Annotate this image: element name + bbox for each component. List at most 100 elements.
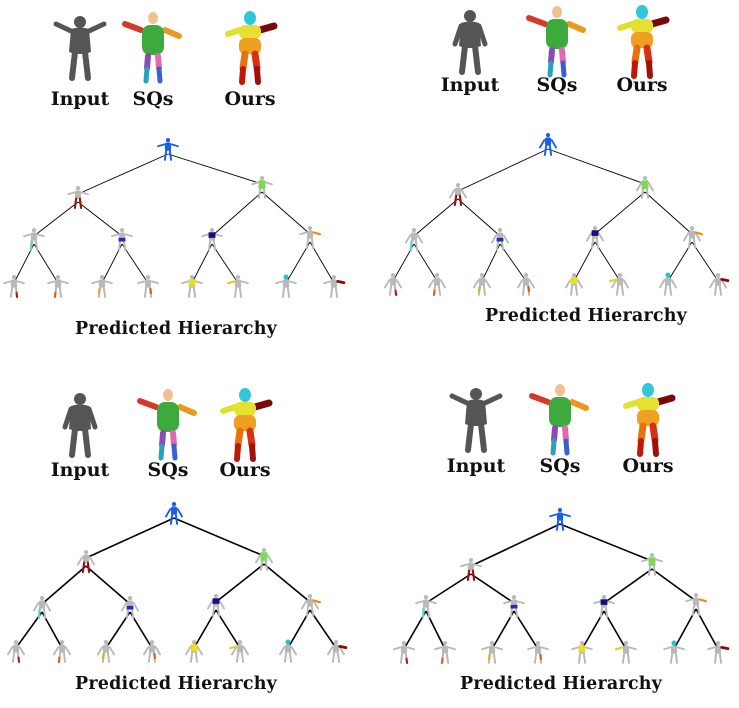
- hierarchy-leaf-node: [229, 639, 249, 663]
- hierarchy-edge: [603, 568, 653, 604]
- hierarchy-level1-node: [67, 185, 89, 209]
- hierarchy-leaf-node: [709, 272, 730, 296]
- sqs-label: SQs: [147, 459, 189, 481]
- hierarchy-edge: [77, 201, 123, 237]
- hierarchy-figure: [7, 388, 348, 663]
- hierarchy-root-node: [539, 132, 557, 156]
- figure-panel-2: Input SQs Ours Predicted Hierarchy: [369, 0, 738, 354]
- superquadric-figure: [526, 6, 586, 78]
- part-segmentation-figure: [617, 5, 670, 79]
- ours-label: Ours: [616, 74, 668, 96]
- hierarchy-leaf-node: [279, 639, 297, 663]
- input-mesh: [62, 393, 98, 458]
- hierarchy-edge: [594, 241, 621, 282]
- hierarchy-leaf-node: [393, 640, 415, 664]
- hierarchy-edge: [215, 563, 265, 603]
- hierarchy-level2-node: [111, 227, 133, 251]
- hierarchy-leaf-node: [527, 640, 549, 664]
- sqs-label: SQs: [132, 88, 174, 110]
- hierarchy-level1-node: [449, 182, 467, 206]
- hierarchy-root-node: [165, 501, 183, 525]
- hierarchy-figure: [393, 383, 730, 664]
- hierarchy-edge: [667, 241, 693, 282]
- hierarchy-edge: [41, 565, 87, 605]
- ours-label: Ours: [219, 459, 271, 481]
- predicted-hierarchy-caption: Predicted Hierarchy: [74, 674, 278, 694]
- figure-panel-1: Input SQs Ours Predicted Hierarchy: [0, 0, 369, 354]
- ours-label: Ours: [622, 455, 674, 477]
- hierarchy-edge: [651, 568, 697, 602]
- figure-panel-3: Input SQs Ours Predicted Hierarchy: [0, 354, 369, 708]
- comparison-figures: [53, 11, 278, 85]
- hierarchy-level2-node: [299, 225, 321, 249]
- hierarchy-leaf-node: [481, 640, 503, 664]
- input-mesh: [449, 388, 503, 453]
- hierarchy-level2-node: [586, 225, 604, 249]
- sqs-label: SQs: [539, 455, 581, 477]
- hierarchy-level1-node: [251, 175, 273, 199]
- hierarchy-leaf-node: [323, 274, 346, 298]
- hierarchy-leaf-node: [565, 272, 583, 296]
- hierarchy-edge: [15, 611, 43, 649]
- hierarchy-level2-node: [503, 594, 525, 618]
- figure-panel-4: Input SQs Ours Predicted Hierarchy: [369, 354, 738, 708]
- hierarchy-edge: [261, 191, 311, 235]
- hierarchy-edge: [33, 243, 59, 284]
- hierarchy-level1-node: [641, 552, 663, 576]
- hierarchy-level2-node: [683, 225, 703, 249]
- hierarchy-level2-node: [121, 595, 139, 619]
- hierarchy-leaf-node: [434, 640, 456, 664]
- hierarchy-edge: [499, 243, 527, 282]
- hierarchy-root-node: [549, 507, 571, 531]
- hierarchy-edge: [211, 243, 239, 284]
- hierarchy-leaf-node: [227, 274, 249, 298]
- hierarchy-level2-node: [207, 593, 225, 617]
- hierarchy-leaf-node: [384, 272, 402, 296]
- hierarchy-edge: [33, 201, 79, 237]
- hierarchy-leaf-node: [473, 272, 491, 296]
- comparison-figures: [62, 388, 273, 462]
- hierarchy-edge: [85, 517, 175, 559]
- hierarchy-level2-node: [33, 595, 51, 619]
- predicted-hierarchy-caption: Predicted Hierarchy: [74, 319, 278, 339]
- comparison-figures: [452, 5, 670, 79]
- hierarchy-leaf-node: [615, 640, 637, 664]
- hierarchy-edge: [413, 198, 459, 237]
- hierarchy-level2-node: [405, 227, 423, 251]
- hierarchy-leaf-node: [97, 639, 115, 663]
- hierarchy-edges: [403, 523, 719, 650]
- hierarchy-edge: [77, 153, 169, 195]
- hierarchy-leaf-node: [609, 272, 629, 296]
- hierarchy-edge: [594, 191, 646, 235]
- hierarchy-edge: [85, 565, 131, 605]
- hierarchy-leaf-node: [571, 640, 593, 664]
- ours-label: Ours: [224, 88, 276, 110]
- hierarchy-edge: [309, 609, 337, 649]
- hierarchy-leaf-node: [659, 272, 677, 296]
- hierarchy-edge: [470, 573, 515, 604]
- hierarchy-leaf-node: [181, 274, 203, 298]
- hierarchy-edge: [559, 523, 653, 562]
- hierarchy-leaf-node: [137, 274, 159, 298]
- part-segmentation-figure: [225, 11, 278, 85]
- input-label: Input: [50, 459, 110, 481]
- superquadric-figure: [137, 389, 197, 461]
- hierarchy-leaf-node: [327, 639, 348, 663]
- hierarchy-edges: [15, 517, 337, 649]
- hierarchy-level2-node: [491, 227, 509, 251]
- input-label: Input: [440, 74, 500, 96]
- input-label: Input: [446, 455, 506, 477]
- sqs-label: SQs: [536, 74, 578, 96]
- hierarchy-level2-node: [301, 593, 321, 617]
- hierarchy-edge: [470, 523, 561, 567]
- hierarchy-edge: [457, 198, 501, 237]
- hierarchy-leaf-node: [53, 639, 71, 663]
- hierarchy-level2-node: [23, 227, 45, 251]
- hierarchy-edge: [644, 191, 693, 235]
- hierarchy-edge: [121, 243, 149, 284]
- hierarchy-leaf-node: [517, 272, 535, 296]
- hierarchy-level2-node: [201, 227, 223, 251]
- hierarchy-edges: [392, 148, 719, 282]
- hierarchy-edges: [13, 153, 335, 284]
- hierarchy-leaf-node: [275, 274, 297, 298]
